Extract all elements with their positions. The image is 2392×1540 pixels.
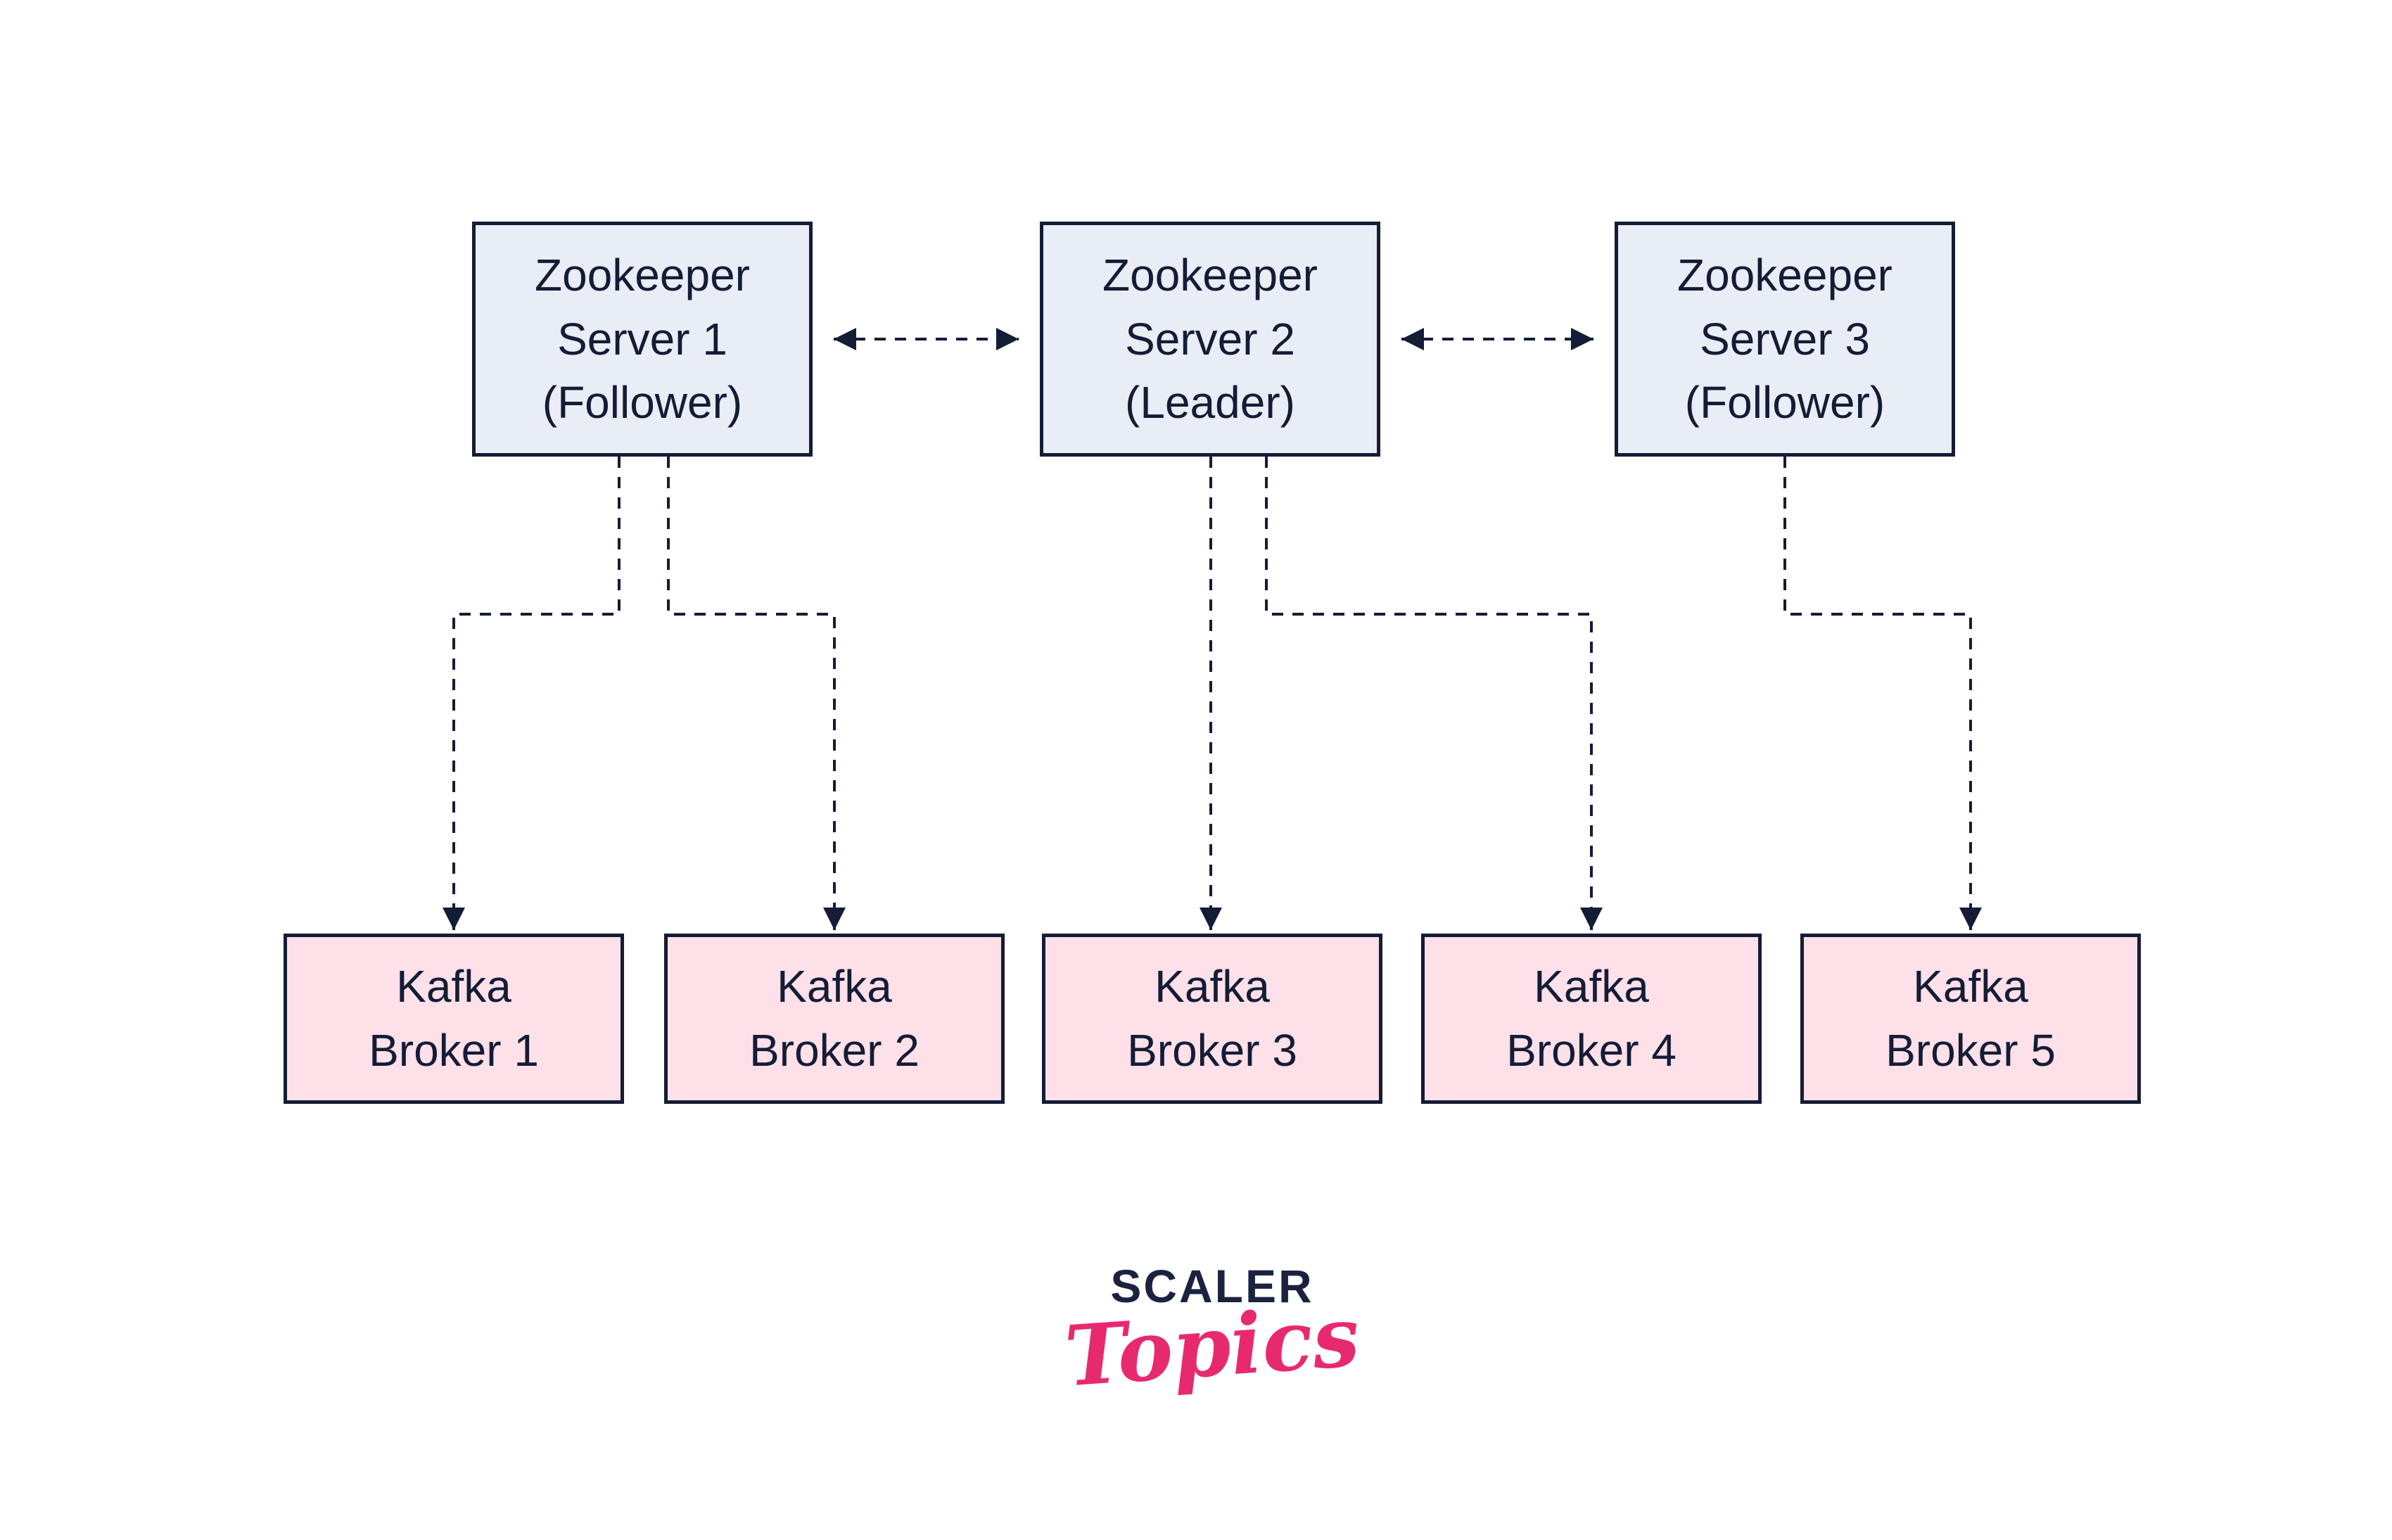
kafka-broker-2-label: Kafka Broker 2 <box>749 961 920 1076</box>
connector-zk1-broker1 <box>443 457 621 930</box>
brand-subname: Topics <box>1062 1287 1363 1406</box>
zookeeper-server-2-node: Zookeeper Server 2 (Leader) <box>1040 222 1380 457</box>
brand-name: SCALER <box>1110 1260 1314 1312</box>
zookeeper-server-3-node: Zookeeper Server 3 (Follower) <box>1615 222 1955 457</box>
kafka-broker-4-node: Kafka Broker 4 <box>1421 934 1762 1104</box>
kafka-broker-5-label: Kafka Broker 5 <box>1885 961 2056 1076</box>
zookeeper-server-3-label: Zookeeper Server 3 (Follower) <box>1677 249 1892 428</box>
kafka-broker-1-label: Kafka Broker 1 <box>369 961 539 1076</box>
zookeeper-server-1-label: Zookeeper Server 1 (Follower) <box>535 249 750 428</box>
zookeeper-server-2-label: Zookeeper Server 2 (Leader) <box>1102 249 1318 428</box>
kafka-broker-3-label: Kafka Broker 3 <box>1127 961 1297 1076</box>
connector-zk2-broker4 <box>1265 457 1603 930</box>
zookeeper-server-1-node: Zookeeper Server 1 (Follower) <box>472 222 813 457</box>
kafka-broker-3-node: Kafka Broker 3 <box>1042 934 1382 1104</box>
connector-zk3-broker5 <box>1783 457 1982 930</box>
connector-zk1-broker2 <box>667 457 846 930</box>
kafka-broker-2-node: Kafka Broker 2 <box>664 934 1005 1104</box>
kafka-broker-1-node: Kafka Broker 1 <box>284 934 624 1104</box>
kafka-broker-5-node: Kafka Broker 5 <box>1800 934 2141 1104</box>
kafka-broker-4-label: Kafka Broker 4 <box>1506 961 1677 1076</box>
scaler-topics-logo: SCALER Topics <box>1062 1259 1362 1405</box>
